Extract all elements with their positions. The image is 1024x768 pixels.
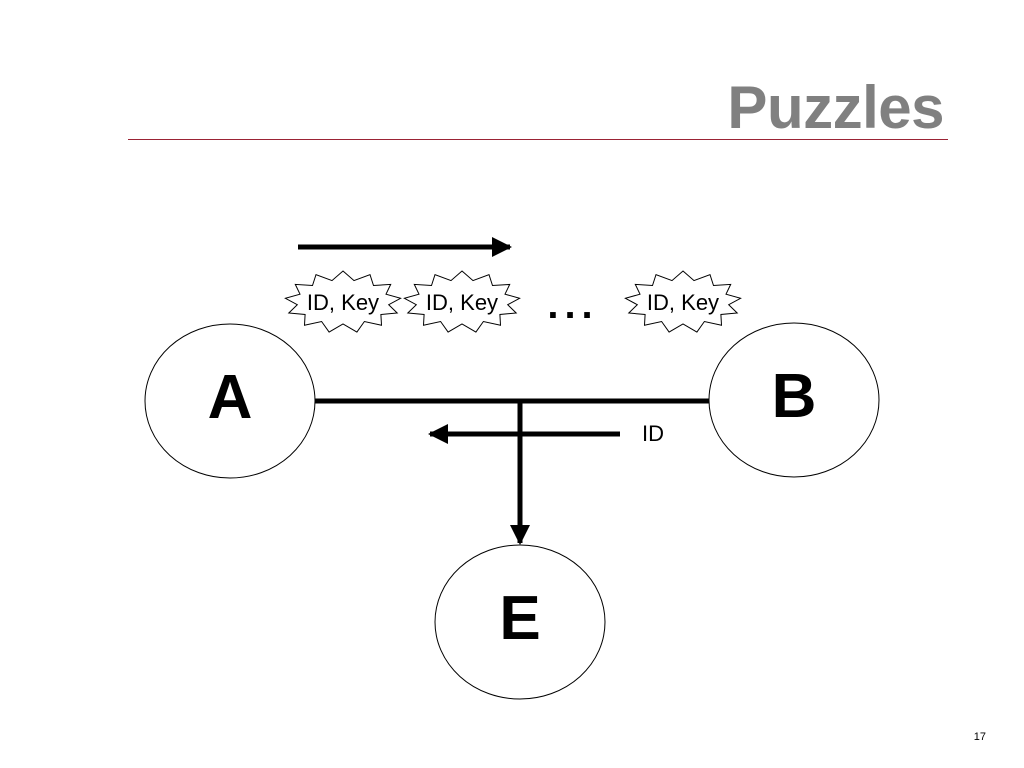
reply-id-label: ID (642, 421, 664, 446)
puzzle-label-2: ID, Key (426, 290, 498, 315)
node-a-label: A (208, 363, 253, 432)
puzzle-label-1: ID, Key (307, 290, 379, 315)
node-a: A (144, 323, 316, 479)
puzzle-burst-1: ID, Key (284, 270, 402, 333)
puzzle-label-3: ID, Key (647, 290, 719, 315)
node-b-label: B (772, 362, 817, 431)
slide-title: Puzzles (727, 74, 944, 141)
node-b: B (708, 322, 880, 478)
page-number: 17 (973, 731, 986, 743)
node-e-label: E (499, 584, 540, 653)
puzzle-burst-2: ID, Key (403, 270, 521, 333)
node-e: E (434, 544, 606, 700)
title-divider (128, 139, 948, 140)
ellipsis: ... (547, 283, 598, 327)
puzzle-burst-3: ID, Key (624, 270, 742, 333)
